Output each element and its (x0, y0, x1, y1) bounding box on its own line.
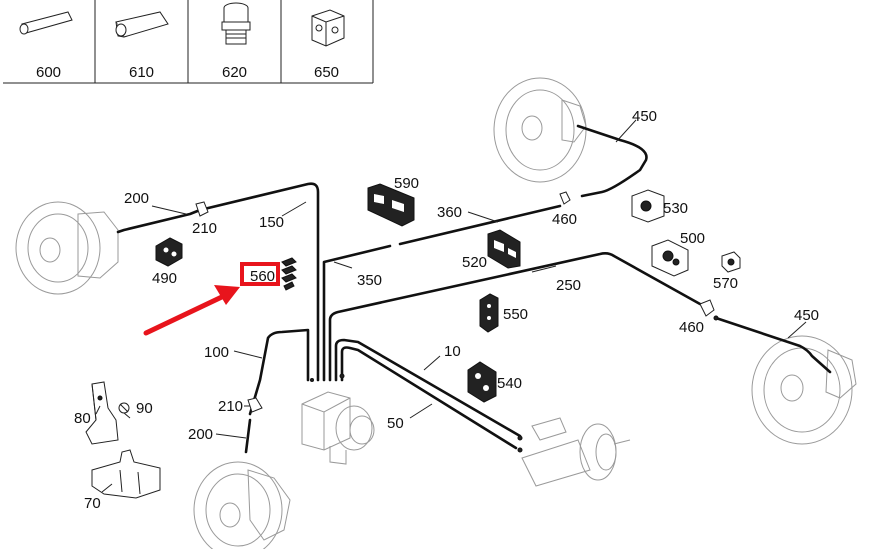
callout-200-left: 200 (124, 190, 149, 207)
highlight-marker (143, 262, 280, 336)
pipe-10 (334, 338, 522, 438)
callout-590: 590 (394, 175, 419, 192)
callout-70: 70 (84, 495, 101, 512)
pipe-clip-540 (467, 361, 497, 403)
legend-label-610: 610 (129, 64, 154, 81)
brake-pipes (116, 124, 832, 454)
holder-500 (651, 239, 689, 277)
pipe-clip-590 (367, 183, 415, 227)
callout-460-top: 460 (552, 211, 577, 228)
pipe-450-lower (714, 316, 832, 374)
rear-right-brake-disc (751, 335, 857, 445)
front-right-brake-disc (193, 461, 291, 549)
clip-460-top (559, 191, 571, 205)
callout-550: 550 (503, 306, 528, 323)
connector-clip-490 (155, 237, 183, 267)
clip-570 (721, 251, 741, 273)
callout-500: 500 (680, 230, 705, 247)
pipe-450-upper (576, 124, 648, 198)
callout-560: 560 (250, 268, 275, 285)
legend-table: 600 610 620 650 (3, 0, 374, 84)
sleeve-icon (19, 11, 73, 35)
callout-80: 80 (74, 410, 91, 427)
screw-90 (118, 402, 131, 419)
bracket-70 (91, 449, 161, 499)
callout-360: 360 (437, 204, 462, 221)
callout-520: 520 (462, 254, 487, 271)
callout-250: 250 (556, 277, 581, 294)
callout-490: 490 (152, 270, 177, 287)
pipe-200-lower (244, 418, 252, 454)
hex-nut-icon (115, 11, 169, 38)
abs-hydraulic-unit (301, 391, 375, 465)
callout-540: 540 (497, 375, 522, 392)
highlight-box (240, 262, 280, 286)
callout-530: 530 (663, 200, 688, 217)
clip-210-top (195, 201, 209, 217)
legend-label-650: 650 (314, 64, 339, 81)
clip-460-right (699, 299, 715, 317)
pipe-100 (248, 328, 310, 416)
callout-450-right: 450 (794, 307, 819, 324)
bracket-80 (85, 381, 119, 445)
pipe-150 (116, 182, 320, 382)
leader-lines (95, 119, 807, 493)
master-cylinder-booster (521, 417, 631, 487)
holder-530 (631, 189, 665, 223)
legend-label-600: 600 (36, 64, 61, 81)
front-left-brake-disc (15, 201, 119, 295)
callout-90: 90 (136, 400, 153, 417)
connector-550 (479, 293, 499, 333)
callout-100: 100 (204, 344, 229, 361)
callout-10: 10 (444, 343, 461, 360)
pipe-350 (322, 244, 392, 382)
callout-200-lower: 200 (188, 426, 213, 443)
callout-570: 570 (713, 275, 738, 292)
pipe-250 (328, 252, 702, 382)
callout-460-right: 460 (679, 319, 704, 336)
highlight-arrow-shaft (143, 292, 229, 336)
callout-50: 50 (387, 415, 404, 432)
rear-left-brake-disc (493, 77, 587, 183)
callout-350: 350 (357, 272, 382, 289)
callout-labels: 200 210 150 490 560 590 360 350 460 450 … (74, 108, 819, 512)
callout-210-top: 210 (192, 220, 217, 237)
legend-label-620: 620 (222, 64, 247, 81)
pipe-clip-560 (281, 257, 297, 291)
clip-210-lower (247, 397, 263, 413)
bolt-fitting-icon (221, 2, 251, 45)
callout-210-lower: 210 (218, 398, 243, 415)
pipe-360 (398, 204, 562, 246)
callout-450-top: 450 (632, 108, 657, 125)
pipe-50 (340, 346, 518, 450)
distribution-block-icon (311, 9, 345, 47)
callout-150: 150 (259, 214, 284, 231)
pipe-clip-520 (487, 229, 521, 269)
highlight-arrow-head (214, 285, 240, 305)
